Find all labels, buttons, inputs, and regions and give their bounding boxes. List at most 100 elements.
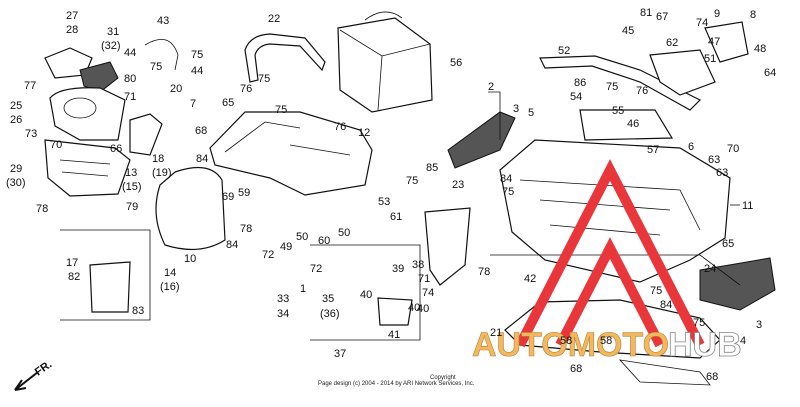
callout: 64 [764,67,776,79]
callout: 76 [334,121,346,133]
callout: 49 [280,241,292,253]
callout: 44 [191,65,203,77]
callout: 24 [704,263,716,275]
callout: 23 [452,179,464,191]
callout: 2 [488,81,494,93]
callout: 9 [714,8,720,20]
callout: 26 [10,114,22,126]
copyright-line-1: Copyright [430,375,456,381]
callout: 70 [50,139,62,151]
callout: 84 [500,173,512,185]
callout: 72 [310,263,322,275]
callout: 75 [275,104,287,116]
callout: 53 [378,196,390,208]
callout: 35 [322,293,334,305]
callout: 1 [300,283,306,295]
callout: 40 [417,303,429,315]
callouts: 27 28 31 (32) 43 22 44 75 75 44 77 80 20… [6,7,776,383]
callout: 68 [570,363,582,375]
callout: 69 [222,191,234,203]
callout: 73 [25,128,37,140]
callout: 59 [238,187,250,199]
callout: 39 [392,263,404,275]
callout: 74 [422,287,434,299]
callout: 81 [640,7,652,19]
callout: 61 [390,211,402,223]
callout: 27 [66,10,78,22]
callout: (19) [152,167,172,179]
callout: 22 [268,13,280,25]
callout: 12 [358,127,370,139]
callout: 77 [24,80,36,92]
callout: 74 [696,17,708,29]
callout: 40 [360,289,372,301]
callout: 78 [478,266,490,278]
front-arrow-label: FR. [33,358,54,378]
callout: 48 [754,43,766,55]
front-arrow-icon [14,371,39,391]
callout: 14 [164,267,176,279]
callout: 72 [262,249,274,261]
callout: 75 [693,317,705,329]
callout: 55 [612,105,624,117]
callout: 68 [706,371,718,383]
callout: 42 [524,273,536,285]
callout: (30) [6,177,26,189]
callout: 20 [170,83,182,95]
callout: 80 [124,73,136,85]
watermark-word2: HUB [668,326,742,364]
callout: 40 [408,302,420,314]
line-art [44,11,776,386]
callout: 75 [191,49,203,61]
callout: 58 [600,335,612,347]
callout: 5 [528,107,534,119]
callout: (36) [320,308,340,320]
watermark-triangle-outer [515,159,705,348]
callout: 66 [110,143,122,155]
callout: 50 [296,231,308,243]
callout: 7 [190,98,196,110]
callout: 84 [226,239,238,251]
callout: 3 [756,319,762,331]
callout: 63 [708,154,720,166]
callout: 79 [126,201,138,213]
callout: 4 [740,335,746,347]
callout: 65 [222,97,234,109]
callout: 84 [660,299,672,311]
callout: 62 [666,37,678,49]
watermark-triangle-inner [555,237,665,348]
callout: 8 [750,9,756,21]
callout: 82 [68,271,80,283]
callout: 75 [150,61,162,73]
callout: 11 [742,200,753,212]
callout: 29 [10,163,22,175]
callout: 46 [627,118,639,130]
callout: 45 [622,25,634,37]
callout: 65 [722,238,734,250]
callout: 70 [727,143,739,155]
copyright-line-2: Page design (c) 2004 - 2014 by ARI Netwo… [318,381,475,387]
callout: 31 [107,26,119,38]
callout: 13 [125,167,137,179]
callout: 33 [277,293,289,305]
callout: 68 [195,125,207,137]
callout: 17 [66,257,78,269]
callout: 21 [490,327,502,339]
callout: 3 [513,103,519,115]
callout: 83 [132,305,144,317]
callout: 51 [704,53,716,65]
callout: 60 [318,235,330,247]
callout: 75 [502,186,514,198]
callout: 54 [570,91,582,103]
callout: 38 [412,259,424,271]
callout: (15) [122,181,142,193]
callout: 63 [716,167,728,179]
callout: 86 [574,77,586,89]
callout: 58 [560,335,572,347]
watermark-word1: AUTOMOTO [472,326,669,364]
callout: 57 [647,144,659,156]
callout: 56 [450,57,462,69]
callout: 18 [152,153,164,165]
callout: 25 [10,100,22,112]
